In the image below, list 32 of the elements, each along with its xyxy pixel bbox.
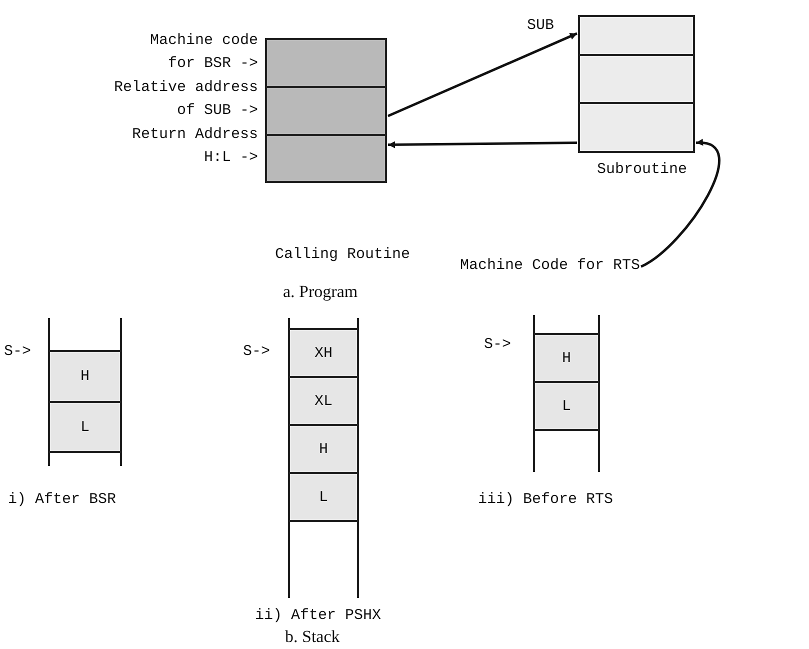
stack-cell: H: [48, 350, 122, 403]
text-label: S->: [243, 342, 270, 362]
text-label: S->: [484, 335, 512, 355]
text-label: Calling Routine: [275, 245, 410, 265]
section-caption: a. Program: [283, 281, 358, 303]
text-label: ii) After PSHX: [255, 606, 382, 626]
stack-cell: H: [533, 333, 600, 383]
stack-cell: XL: [288, 376, 359, 426]
text-label: Subroutine: [597, 160, 688, 180]
memory-cell: [578, 15, 695, 56]
memory-cell: [578, 102, 695, 153]
text-label: Machine code for BSR ->: [148, 31, 258, 74]
arrow: [388, 32, 578, 118]
arrow: [388, 141, 578, 148]
memory-cell: [578, 54, 695, 104]
text-label: Return Address H:L ->: [130, 125, 258, 168]
memory-cell: [265, 38, 387, 88]
stack-cell: L: [288, 472, 359, 522]
stack-cell: L: [48, 401, 122, 453]
text-label: SUB: [527, 16, 554, 36]
stack-cell: XH: [288, 328, 359, 378]
memory-cell: [265, 86, 387, 136]
text-label: iii) Before RTS: [478, 490, 614, 510]
text-label: S->: [4, 342, 32, 362]
text-label: i) After BSR: [8, 490, 116, 510]
code-label: Machine Code for RTS: [460, 254, 640, 277]
arrow: [640, 140, 720, 268]
stack-cell: H: [288, 424, 359, 474]
stack-cell: L: [533, 381, 600, 431]
section-caption: b. Stack: [285, 626, 340, 648]
text-label: Relative address of SUB ->: [112, 78, 258, 121]
memory-cell: [265, 134, 387, 183]
